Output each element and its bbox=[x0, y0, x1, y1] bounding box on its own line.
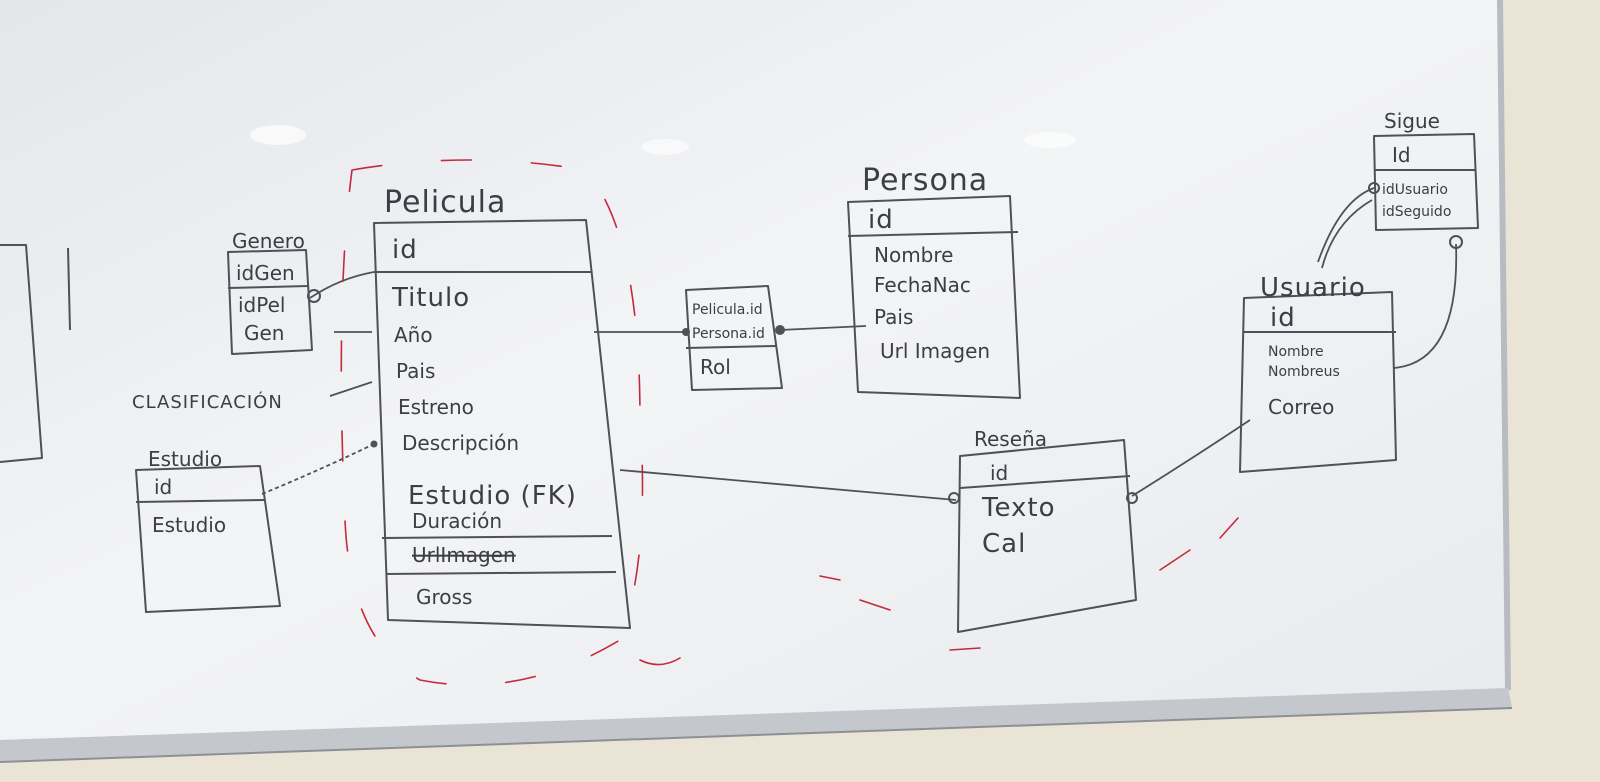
estudio-title: Estudio bbox=[148, 447, 222, 471]
usuario-field: id bbox=[1270, 303, 1296, 333]
pelicula-field: id bbox=[392, 235, 418, 265]
whiteboard-surface bbox=[0, 0, 1508, 740]
estudio-divider bbox=[135, 499, 265, 503]
resena-title: Reseña bbox=[974, 427, 1047, 451]
red-marker-marks bbox=[639, 517, 1239, 666]
pelicula-field: Estudio (FK) bbox=[408, 481, 577, 511]
sigue-field: idUsuario bbox=[1382, 182, 1448, 198]
clasificacion-note: CLASIFICACIÓN bbox=[132, 391, 283, 413]
entity-genero: Genero idGen idPel Gen bbox=[227, 229, 313, 355]
partial-table-left bbox=[0, 244, 43, 463]
rel-endpoint bbox=[1126, 492, 1138, 504]
rel-endpoint bbox=[307, 289, 321, 303]
persona-field: Url Imagen bbox=[880, 339, 990, 363]
rel-clasificacion bbox=[329, 381, 373, 397]
pelicula-divider bbox=[385, 571, 617, 575]
entity-pelicula: Pelicula id Titulo Año Pais Estreno Desc… bbox=[373, 185, 631, 629]
resena-box bbox=[957, 439, 1137, 633]
usuario-title: Usuario bbox=[1260, 273, 1366, 303]
rel-usuario-sigue bbox=[1393, 243, 1458, 369]
pelicula-field: Estreno bbox=[398, 395, 474, 419]
resena-field: id bbox=[990, 461, 1008, 485]
pelicula-persona-box bbox=[685, 285, 783, 391]
pelicula-field: Gross bbox=[416, 585, 472, 609]
relationship-lines bbox=[261, 182, 1463, 504]
pelicula-field: Pais bbox=[396, 359, 435, 383]
rel-peliculapersona-persona bbox=[779, 325, 867, 331]
estudio-field: id bbox=[154, 475, 172, 499]
red-mark bbox=[949, 647, 981, 651]
rel-endpoint bbox=[775, 325, 785, 335]
estudio-field: Estudio bbox=[152, 513, 226, 537]
rel-endpoint bbox=[1449, 235, 1463, 249]
sigue-title: Sigue bbox=[1384, 109, 1440, 133]
glare-spot bbox=[1024, 132, 1076, 148]
rel-endpoint bbox=[682, 328, 690, 336]
pelicula-persona-field: Pelicula.id bbox=[692, 302, 763, 318]
pelicula-persona-field: Persona.id bbox=[692, 326, 765, 342]
persona-title: Persona bbox=[862, 163, 988, 198]
genero-box bbox=[227, 249, 313, 355]
entity-sigue: Sigue Id idUsuario idSeguido bbox=[1373, 109, 1479, 231]
glare-spot bbox=[250, 125, 306, 145]
usuario-field: Nombreus bbox=[1268, 364, 1340, 380]
pelicula-persona-field: Rol bbox=[700, 355, 731, 379]
genero-divider bbox=[227, 285, 309, 289]
sigue-field: idSeguido bbox=[1382, 204, 1451, 220]
pelicula-field: Duración bbox=[412, 509, 502, 533]
entity-usuario: Usuario id Nombre Nombreus Correo bbox=[1239, 273, 1397, 473]
red-mark bbox=[639, 657, 681, 666]
rel-endpoint bbox=[948, 492, 960, 504]
usuario-field: Correo bbox=[1268, 395, 1334, 419]
rel-resena-usuario bbox=[1131, 419, 1251, 497]
persona-pk-divider bbox=[847, 231, 1019, 237]
tray-edge bbox=[0, 707, 1513, 763]
rel-sigue-usuario-arrow bbox=[1321, 199, 1373, 269]
sigue-field: Id bbox=[1392, 143, 1411, 167]
genero-field: idGen bbox=[236, 261, 295, 285]
pelicula-field: Titulo bbox=[391, 283, 470, 313]
pelicula-persona-divider bbox=[685, 345, 777, 349]
pelicula-title: Pelicula bbox=[384, 185, 506, 220]
persona-field: Nombre bbox=[874, 243, 953, 267]
red-mark bbox=[1219, 517, 1239, 539]
rel-endpoint bbox=[1368, 182, 1380, 194]
rel-endpoint bbox=[370, 440, 378, 448]
glare-spot bbox=[641, 139, 689, 155]
genero-title: Genero bbox=[232, 229, 305, 253]
pelicula-divider bbox=[381, 535, 613, 539]
usuario-field: Nombre bbox=[1268, 344, 1324, 360]
entity-resena: Reseña id Texto Cal bbox=[957, 427, 1137, 633]
genero-field: Gen bbox=[244, 321, 284, 345]
board-marker-tray bbox=[0, 688, 1512, 762]
pelicula-field-struck: UrlImagen bbox=[412, 543, 516, 567]
rel-genero-pelicula bbox=[309, 271, 375, 299]
entity-persona: Persona id Nombre FechaNac Pais Url Imag… bbox=[847, 163, 1021, 399]
resena-divider bbox=[959, 475, 1131, 489]
persona-box bbox=[847, 195, 1021, 399]
pelicula-field: Año bbox=[394, 323, 433, 347]
red-mark bbox=[859, 599, 891, 611]
entity-estudio: Estudio id Estudio bbox=[135, 447, 281, 613]
resena-field: Texto bbox=[981, 493, 1056, 523]
rel-sigue-usuario-arrow bbox=[1317, 187, 1375, 263]
persona-field: Pais bbox=[874, 305, 913, 329]
board-right-frame bbox=[1497, 0, 1511, 691]
genero-field: idPel bbox=[238, 293, 285, 317]
entity-pelicula-persona: Pelicula.id Persona.id Rol bbox=[685, 285, 783, 391]
pelicula-box bbox=[373, 219, 631, 629]
estudio-box bbox=[135, 465, 281, 613]
usuario-box bbox=[1239, 291, 1397, 473]
persona-field: FechaNac bbox=[874, 273, 971, 297]
resena-field: Cal bbox=[982, 529, 1026, 559]
red-mark bbox=[819, 575, 841, 581]
persona-field: id bbox=[868, 205, 894, 235]
stray-stroke bbox=[67, 247, 71, 331]
rel-pelicula-resena bbox=[619, 469, 957, 501]
sigue-box bbox=[1373, 133, 1479, 231]
red-mark bbox=[1159, 549, 1191, 571]
pelicula-field: Descripción bbox=[402, 431, 519, 455]
